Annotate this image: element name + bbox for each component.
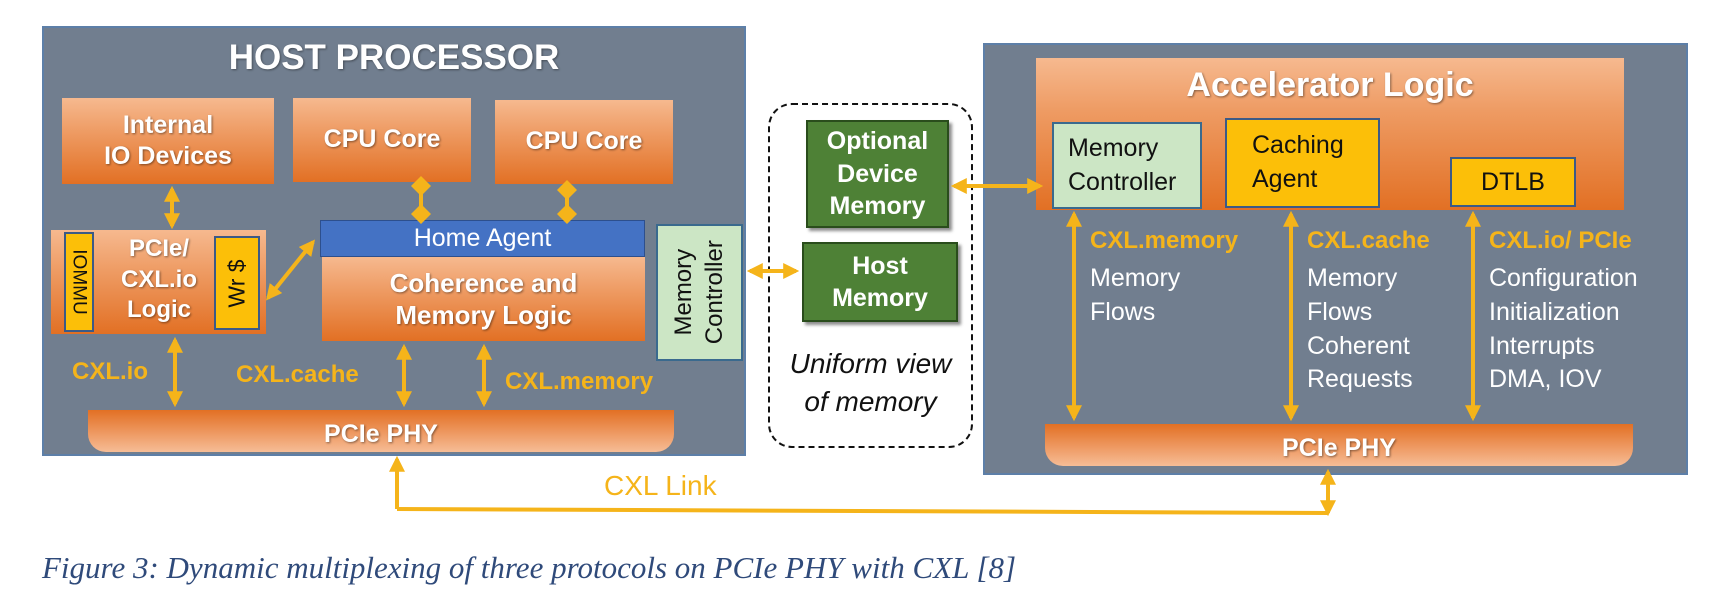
cpu-core-block-1: CPU Core <box>293 98 471 182</box>
accel-col2-text: Memory Flows Coherent Requests <box>1307 264 1413 394</box>
coherence-memory-logic-block: Coherence and Memory Logic <box>322 257 645 341</box>
host-memory-block: Host Memory <box>802 242 958 322</box>
host-label-cxl-memory: CXL.memory <box>505 368 654 395</box>
host-label-cxl-cache: CXL.cache <box>236 361 359 388</box>
accel-col1-title: CXL.memory <box>1090 227 1239 254</box>
uniform-view-label: Uniform view of memory <box>789 348 952 417</box>
accel-col3-text: Configuration Initialization Interrupts … <box>1489 264 1638 394</box>
cxl-link-label: CXL Link <box>604 470 717 501</box>
optional-device-memory-block: Optional Device Memory <box>806 120 949 228</box>
host-label-cxl-io: CXL.io <box>72 358 148 385</box>
accelerator-logic-title: Accelerator Logic <box>1186 66 1474 104</box>
write-cache-block: Wr $ <box>214 236 260 330</box>
cpu-core-block-2: CPU Core <box>495 100 673 184</box>
pcie-logic-label: PCIe/ CXL.io Logic <box>121 235 197 324</box>
iommu-block: IOMMU <box>64 232 94 332</box>
dtlb-block: DTLB <box>1450 157 1576 207</box>
accel-col1-text: Memory Flows <box>1090 264 1181 326</box>
cxl-link-line <box>396 507 1329 515</box>
accelerator-pcie-phy: PCIe PHY <box>1045 424 1633 466</box>
caching-agent-block: Caching Agent <box>1225 118 1380 208</box>
accel-col2-title: CXL.cache <box>1307 227 1430 254</box>
host-memory-controller: Memory Controller <box>656 224 743 361</box>
home-agent-bar: Home Agent <box>320 220 645 257</box>
internal-io-devices-block: Internal IO Devices <box>62 98 274 184</box>
arrow-wr-to-home <box>265 239 316 301</box>
figure-caption: Figure 3: Dynamic multiplexing of three … <box>42 550 1017 585</box>
host-processor-title: HOST PROCESSOR <box>228 38 560 77</box>
accelerator-memory-controller: Memory Controller <box>1052 122 1202 209</box>
host-pcie-phy: PCIe PHY <box>88 410 674 452</box>
accel-col3-title: CXL.io/ PCIe <box>1489 227 1632 254</box>
